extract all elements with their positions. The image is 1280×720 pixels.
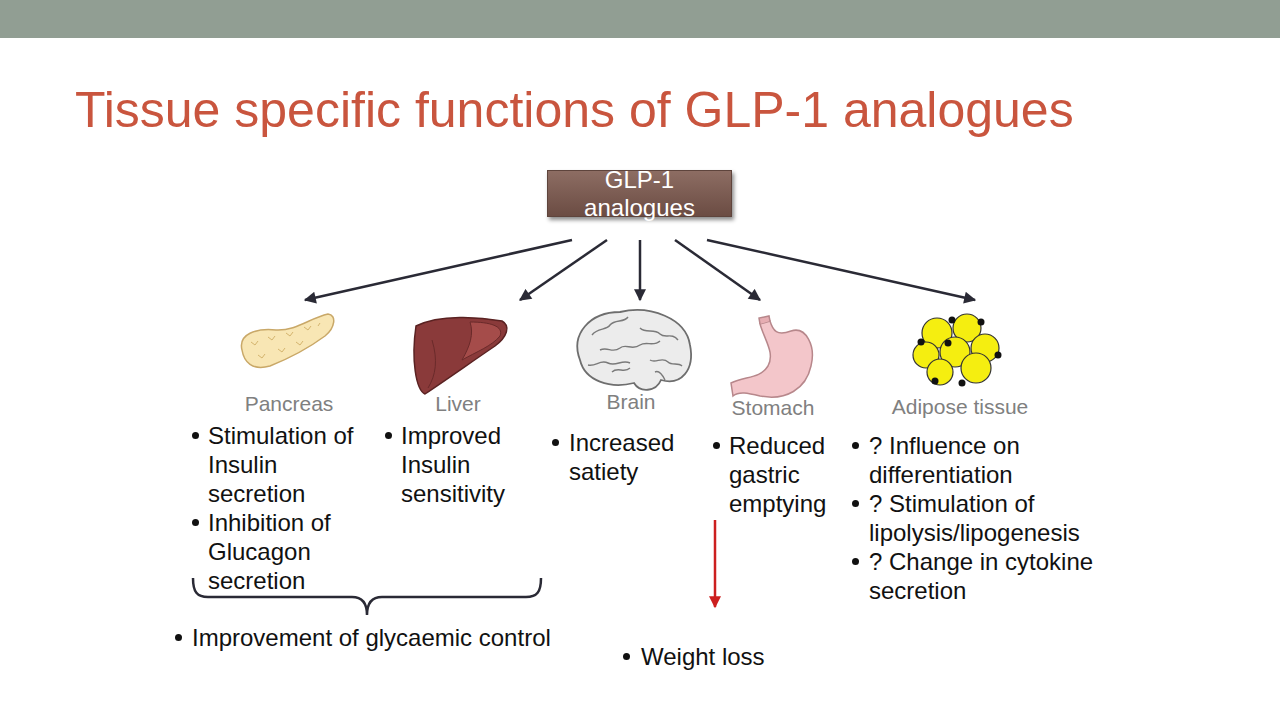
tissue-group: BrainIncreased satiety: [545, 300, 715, 490]
bullet-dot: [192, 432, 199, 439]
tissue-name: Brain: [606, 390, 655, 414]
stomach-shape: [731, 321, 812, 397]
liver-lobe: [462, 322, 501, 360]
tissue-name: Stomach: [732, 396, 815, 420]
bullet-list: Improved Insulin sensitivity: [401, 421, 521, 508]
bullet-list: Weight loss: [641, 642, 781, 671]
tissue-name: Pancreas: [245, 392, 334, 416]
liver-vein: [428, 340, 435, 388]
stomach-esophagus: [759, 316, 770, 324]
bullet-list: Stimulation of Insulin secretionInhibiti…: [208, 421, 363, 595]
bullet-dot: [852, 442, 859, 449]
brain-shape: [577, 310, 691, 390]
bullet-item: Weight loss: [641, 642, 781, 671]
bullet-dot: [623, 653, 630, 660]
bullet-item: Inhibition of Glucagon secretion: [208, 508, 363, 595]
effect-text: Increased satiety: [569, 428, 684, 486]
pancreas-shape: [241, 314, 333, 367]
effect-text: ? Stimulation of lipolysis/lipogenesis: [869, 489, 1101, 547]
brain-icon: [577, 310, 691, 390]
fat-nucleus: [978, 319, 985, 326]
effect-text: ? Change in cytokine secretion: [869, 547, 1101, 605]
header-band: [0, 0, 1280, 38]
effect-text: Weight loss: [641, 642, 781, 671]
fat-nucleus: [945, 340, 952, 347]
bullet-dot: [385, 432, 392, 439]
tissue-name: Adipose tissue: [892, 395, 1029, 419]
effect-text: Inhibition of Glucagon secretion: [208, 508, 363, 595]
bullet-list: Reduced gastric emptying: [729, 431, 834, 518]
fat-nucleus: [959, 380, 966, 387]
arrow-connector: [639, 240, 642, 300]
fat-nucleus: [918, 339, 925, 346]
stomach-icon: [731, 316, 812, 397]
effect-text: Improved Insulin sensitivity: [401, 421, 521, 508]
bullet-item: ? Stimulation of lipolysis/lipogenesis: [869, 489, 1101, 547]
bullet-dot: [192, 519, 199, 526]
effect-text: Stimulation of Insulin secretion: [208, 421, 363, 508]
pancreas-texture: [251, 323, 320, 358]
bullet-item: ? Change in cytokine secretion: [869, 547, 1101, 605]
bullet-dot: [175, 634, 182, 641]
tissue-group: StomachReduced gastric emptying: [705, 300, 845, 520]
bullet-dot: [852, 500, 859, 507]
fat-cell: [927, 359, 953, 385]
brain-folds: [588, 317, 682, 380]
fat-nucleus: [995, 352, 1002, 359]
fat-cell: [961, 353, 991, 383]
liver-shape: [414, 317, 507, 394]
arrow-connector: [675, 240, 760, 300]
slide-title: Tissue specific functions of GLP-1 analo…: [75, 81, 1074, 139]
bullet-dot: [713, 442, 720, 449]
effect-text: Reduced gastric emptying: [729, 431, 834, 518]
bullet-item: Reduced gastric emptying: [729, 431, 834, 518]
adipose-nuclei: [918, 317, 1002, 387]
arrow-connector: [305, 240, 572, 300]
bullet-list: ? Influence on differentiation? Stimulat…: [869, 431, 1101, 605]
fat-nucleus: [932, 378, 939, 385]
bullet-dot: [552, 439, 559, 446]
tissue-group: Adipose tissue ? Influence on differentia…: [845, 300, 1110, 605]
box-label: GLP-1 analogues: [575, 166, 705, 222]
bullet-item: ? Influence on differentiation: [869, 431, 1101, 489]
arrow-connector: [520, 240, 607, 300]
tissue-name: Liver: [435, 392, 481, 416]
liver-icon: [414, 317, 507, 394]
fat-nucleus: [949, 317, 956, 324]
tissue-group: Weight loss: [612, 607, 782, 672]
adipose-icon: [913, 314, 999, 385]
effect-text: ? Influence on differentiation: [869, 431, 1101, 489]
outcome-label: Improvement of glycaemic control: [192, 623, 551, 652]
tissue-group: PancreasStimulation of Insulin secretion…: [185, 300, 365, 600]
bullet-item: Stimulation of Insulin secretion: [208, 421, 363, 508]
pancreas-icon: [241, 314, 333, 367]
bullet-dot: [852, 558, 859, 565]
tissue-group: LiverImproved Insulin sensitivity: [380, 300, 530, 520]
bullet-item: Improved Insulin sensitivity: [401, 421, 521, 508]
bullet-list: Increased satiety: [569, 428, 684, 486]
arrow-connector: [714, 520, 717, 607]
bullet-item: Increased satiety: [569, 428, 684, 486]
drug-box: GLP-1 analogues: [547, 170, 732, 217]
arrow-connector: [707, 240, 975, 300]
